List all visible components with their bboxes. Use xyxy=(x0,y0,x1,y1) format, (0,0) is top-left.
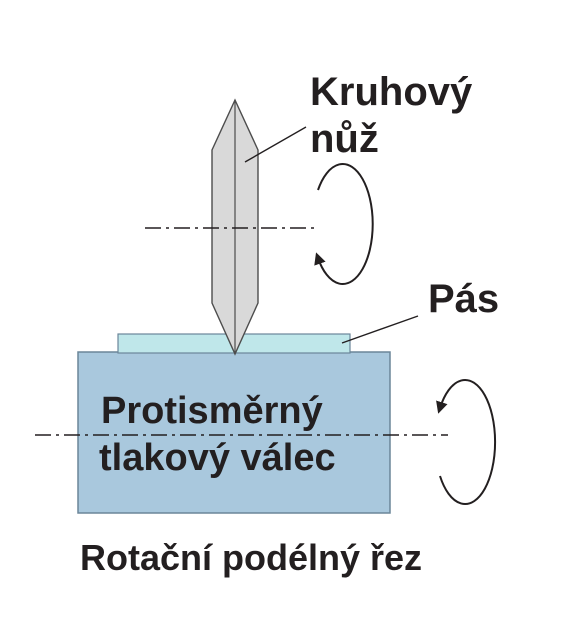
knife-label-line2: nůž xyxy=(310,117,379,161)
roller-label-line2: tlakový válec xyxy=(99,437,336,479)
roller-label-line1: Protisměrný xyxy=(101,390,323,432)
belt-leader-line xyxy=(341,315,419,344)
knife-label-line1: Kruhový xyxy=(310,70,473,114)
roller-rotation-arrow-icon xyxy=(436,379,497,505)
pressure-roller xyxy=(77,351,391,514)
circular-knife xyxy=(211,98,259,356)
knife-rotation-arrow-icon xyxy=(314,163,374,285)
caption: Rotační podélný řez xyxy=(80,537,422,578)
knife-leader-line xyxy=(244,126,307,163)
belt-label: Pás xyxy=(428,277,499,321)
